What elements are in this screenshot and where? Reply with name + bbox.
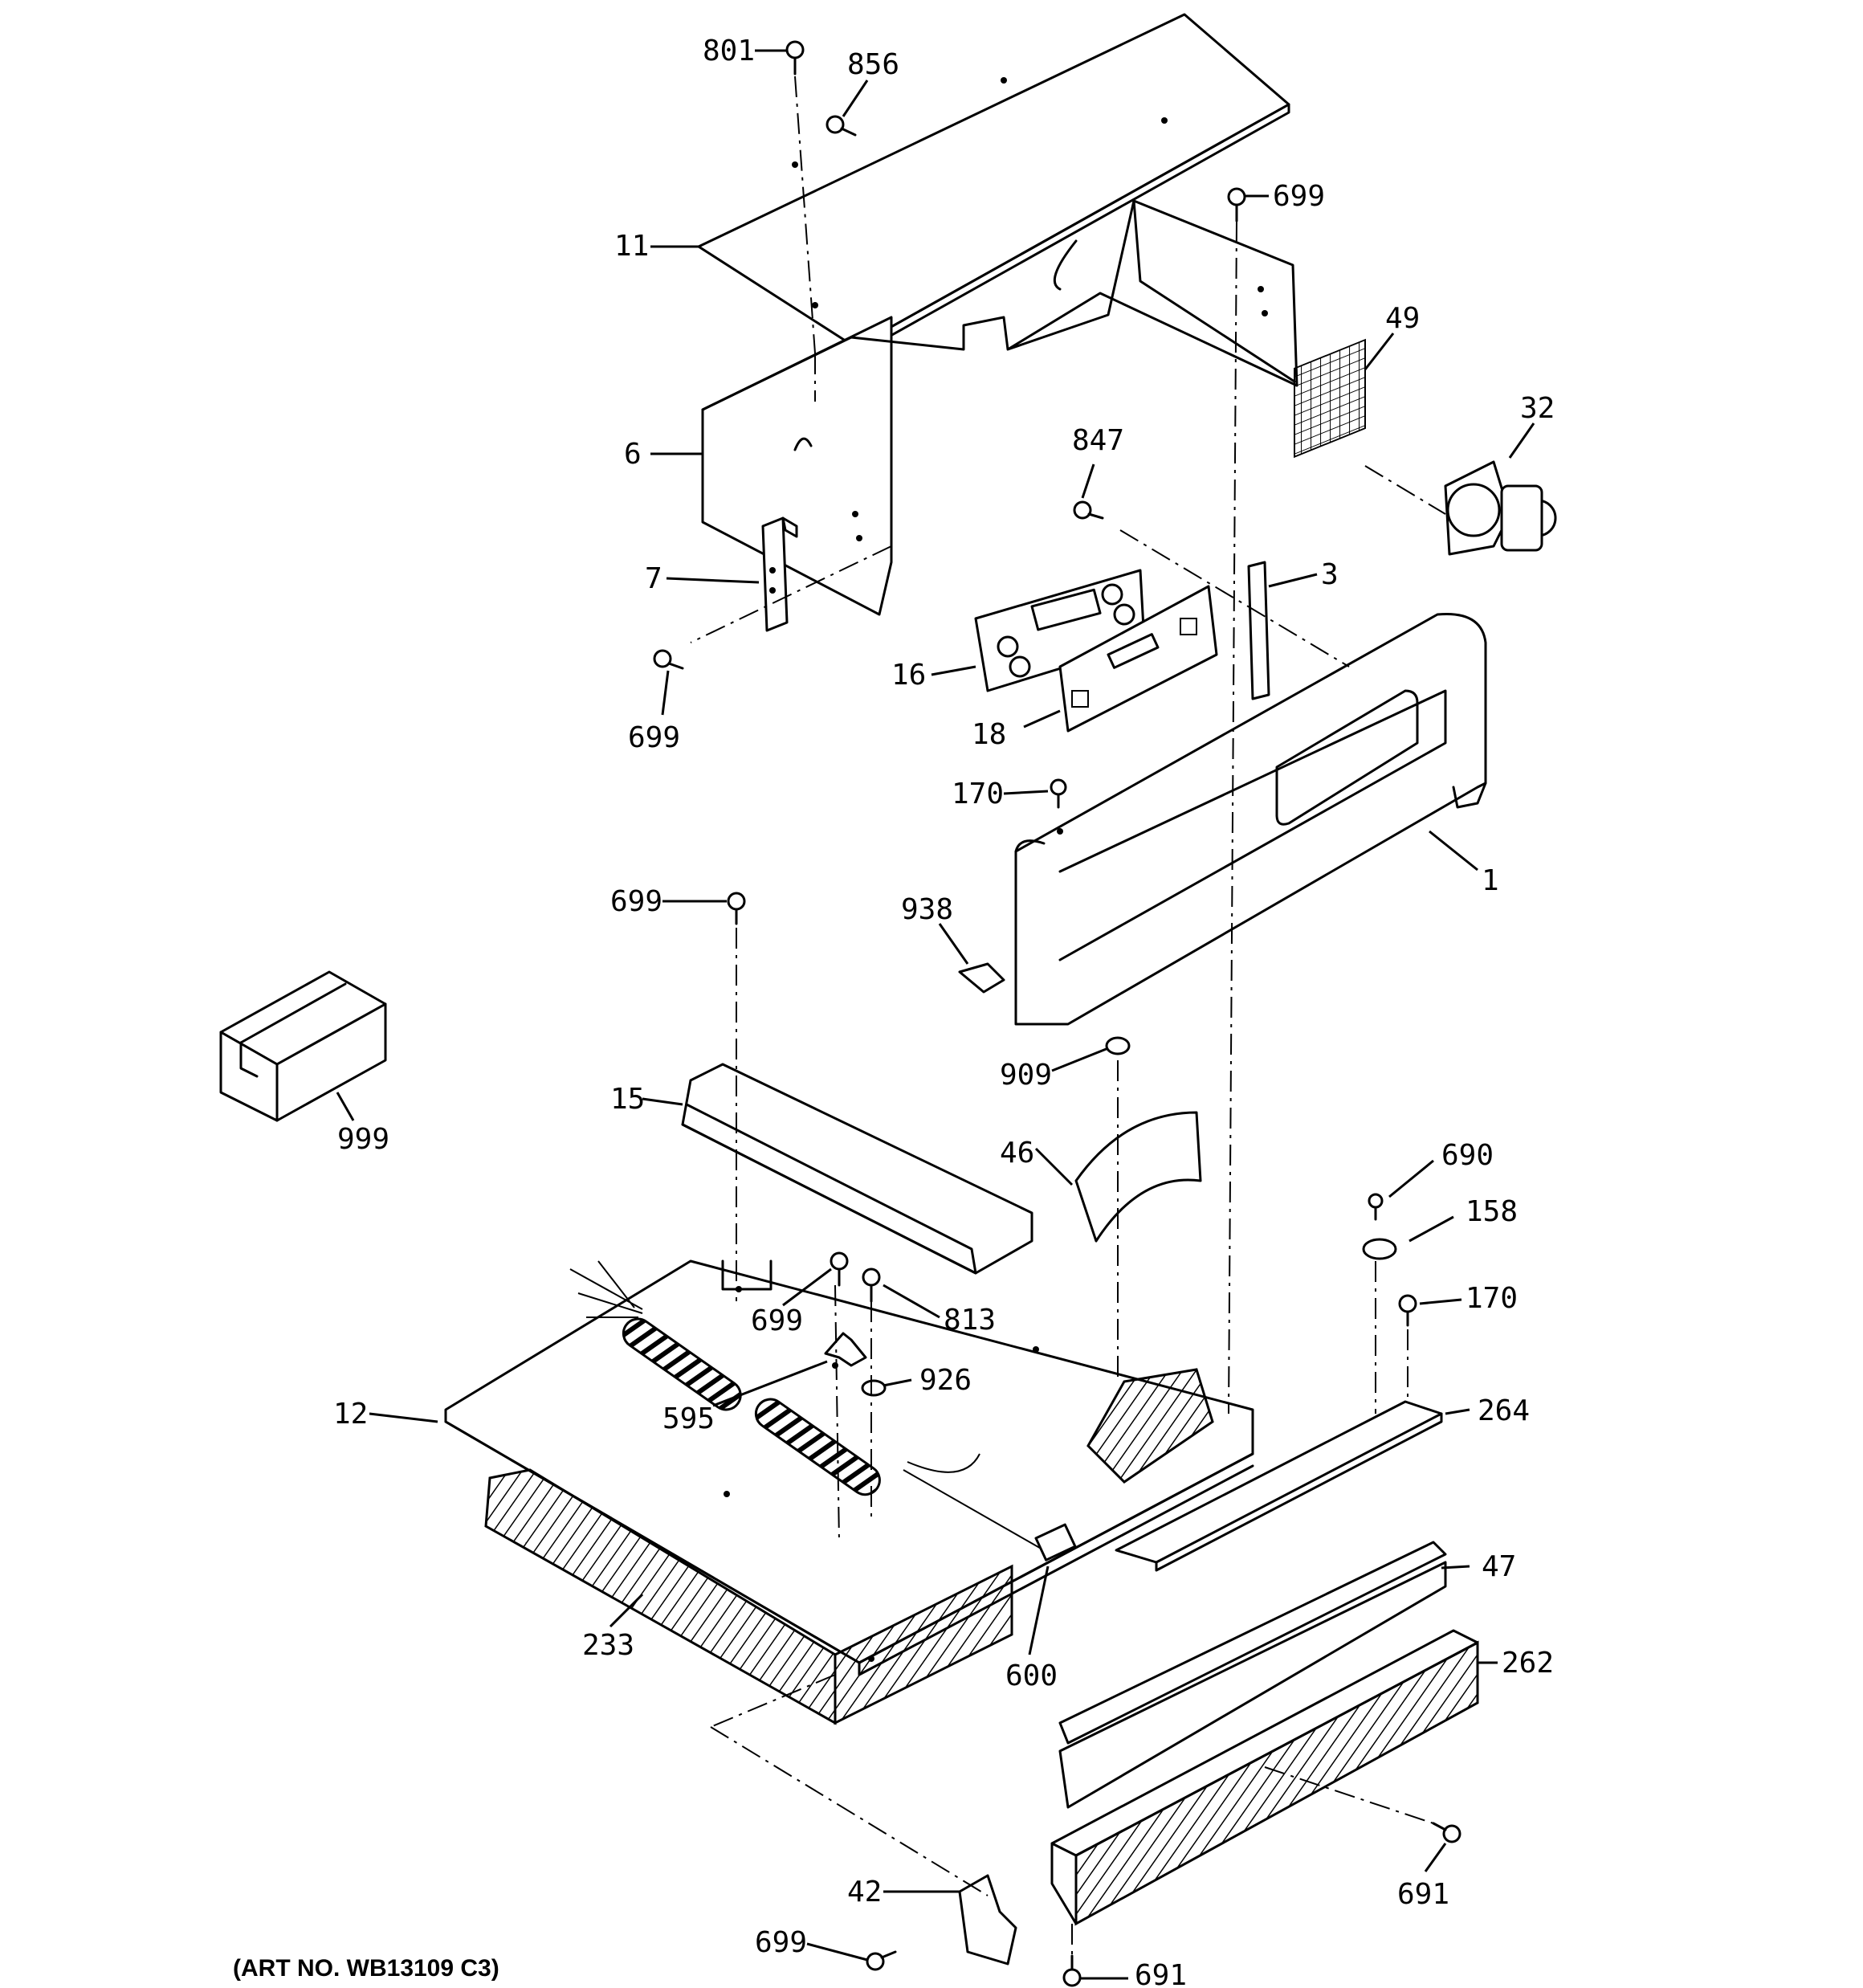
callout-600: 600 <box>1005 1659 1058 1692</box>
callout-699: 699 <box>755 1926 807 1959</box>
callout-47: 47 <box>1482 1550 1516 1583</box>
grille-part-262 <box>1050 1629 1479 1926</box>
callout-262: 262 <box>1502 1647 1554 1680</box>
channel-part-15 <box>681 1063 1033 1275</box>
callout-801: 801 <box>703 35 755 67</box>
clip-part-938 <box>958 962 1005 994</box>
art-number: (ART NO. WB13109 C3) <box>233 1955 499 1982</box>
callout-18: 18 <box>972 718 1006 751</box>
callout-7: 7 <box>645 562 662 595</box>
grommet-part-926 <box>861 1379 887 1397</box>
callout-labels: 801 856 11 699 49 32 6 847 3 7 16 699 18… <box>333 35 1555 1988</box>
callout-595: 595 <box>662 1402 715 1435</box>
callout-699: 699 <box>1273 180 1325 213</box>
callout-699: 699 <box>751 1304 803 1337</box>
mesh-filter-part-49 <box>1294 338 1366 459</box>
callout-999: 999 <box>337 1123 389 1156</box>
callout-46: 46 <box>1000 1137 1034 1170</box>
callout-926: 926 <box>919 1364 972 1397</box>
callout-847: 847 <box>1072 424 1124 457</box>
callout-699: 699 <box>628 721 680 754</box>
clamp-part-595 <box>824 1332 867 1367</box>
top-cover-part-11 <box>697 13 1290 356</box>
callout-691: 691 <box>1135 1959 1187 1988</box>
callout-170: 170 <box>1466 1282 1518 1315</box>
fan-motor-part-32 <box>1444 460 1557 556</box>
bracket-part-7 <box>761 516 798 632</box>
strip-part-264 <box>1115 1400 1443 1572</box>
callout-938: 938 <box>901 893 953 926</box>
backguard-panel-part-1 <box>1014 612 1487 1026</box>
leader-lines <box>336 49 1535 1980</box>
literature-box-part-999 <box>219 970 387 1122</box>
vent-strip-part-47 <box>1058 1541 1447 1809</box>
callout-11: 11 <box>614 230 649 263</box>
callout-158: 158 <box>1466 1195 1518 1228</box>
callout-699: 699 <box>610 885 662 918</box>
callout-16: 16 <box>891 659 926 692</box>
bracket-part-3 <box>1247 561 1270 700</box>
callout-170: 170 <box>952 778 1004 810</box>
callout-1: 1 <box>1482 864 1499 897</box>
keypad-overlay-part-18 <box>1058 585 1218 733</box>
callout-690: 690 <box>1441 1139 1494 1172</box>
screws <box>653 40 1461 1987</box>
callout-12: 12 <box>333 1398 368 1431</box>
bracket-part-42 <box>958 1874 1017 1966</box>
callout-3: 3 <box>1321 558 1339 591</box>
fastener-part-909 <box>1105 1036 1131 1055</box>
assembly-centerlines <box>690 76 1446 1956</box>
callout-42: 42 <box>847 1876 882 1908</box>
callout-6: 6 <box>624 438 642 471</box>
callout-49: 49 <box>1385 302 1420 335</box>
control-housing-part-6 <box>701 199 1298 616</box>
duct-part-46 <box>1074 1111 1202 1243</box>
tray <box>1086 1368 1214 1484</box>
callout-856: 856 <box>847 48 899 81</box>
heating-coil-assembly <box>569 1260 1077 1561</box>
callout-691: 691 <box>1397 1878 1449 1911</box>
callout-909: 909 <box>1000 1059 1052 1092</box>
callout-32: 32 <box>1520 392 1555 425</box>
insulation-part-233 <box>484 1468 1013 1725</box>
callout-233: 233 <box>582 1629 634 1662</box>
callout-813: 813 <box>944 1304 996 1337</box>
callout-15: 15 <box>610 1083 645 1116</box>
callout-264: 264 <box>1478 1394 1530 1427</box>
sensor-part-158 <box>1362 1238 1397 1260</box>
